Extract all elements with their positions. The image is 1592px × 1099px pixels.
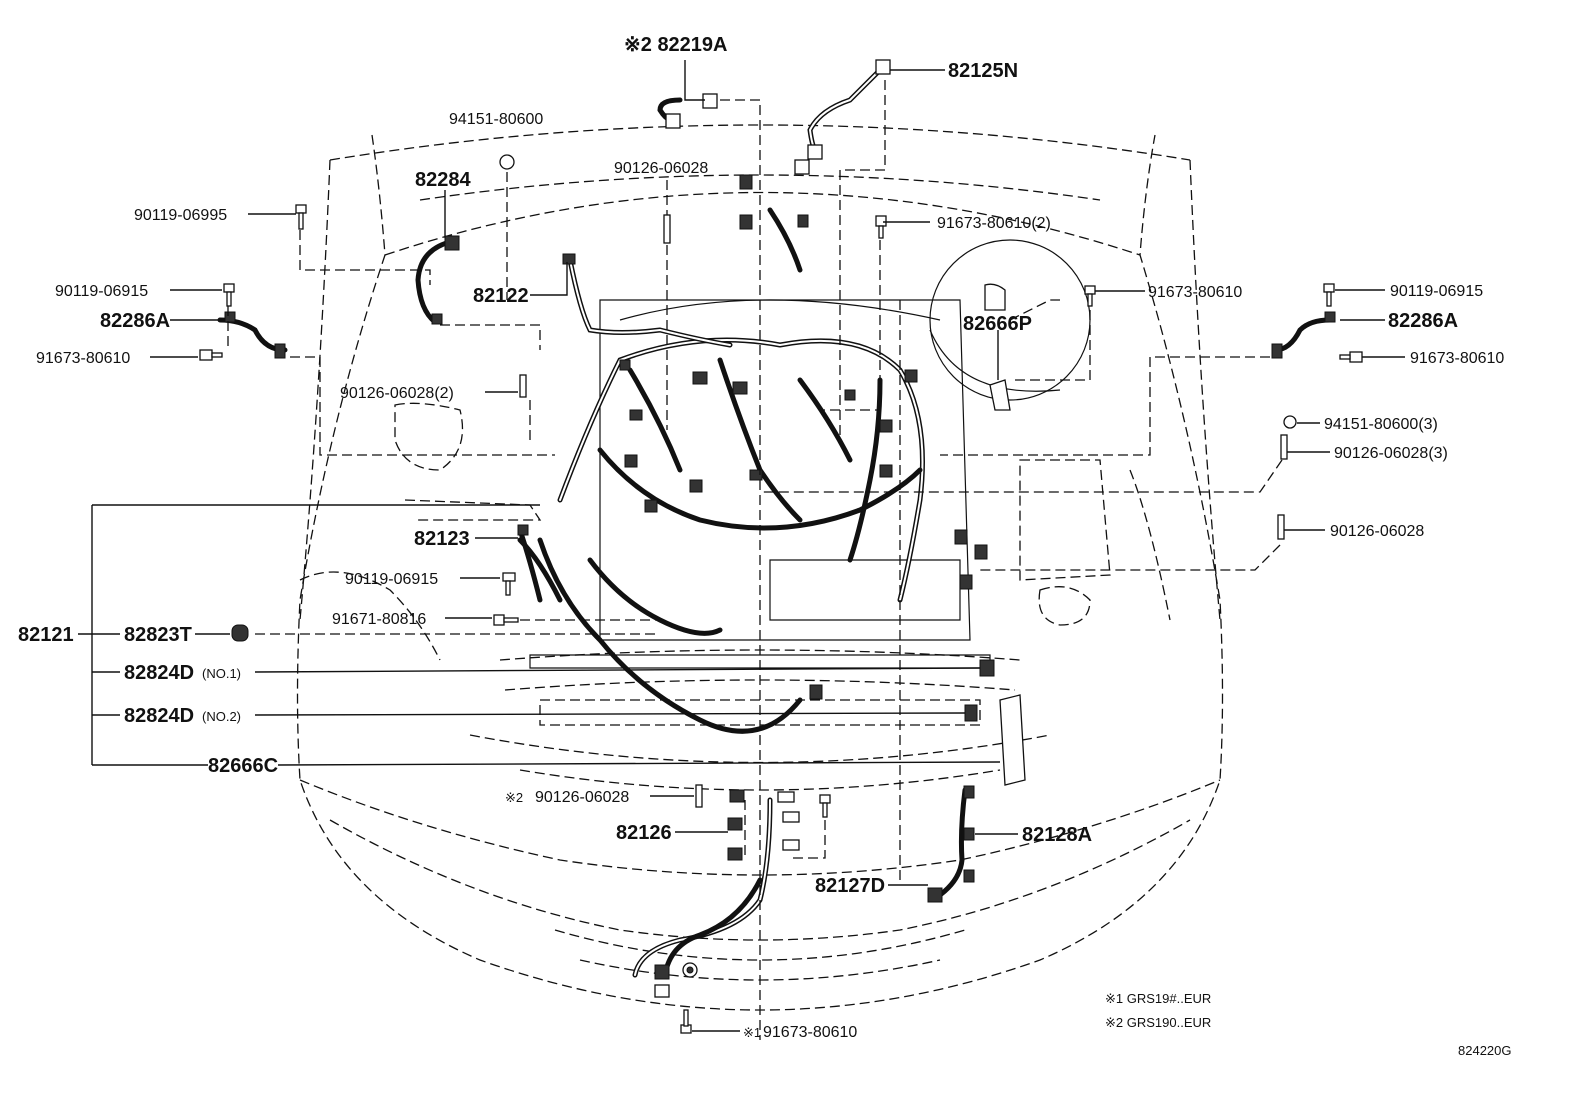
diagram-code: 824220G — [1458, 1043, 1512, 1058]
label-82284: 82284 — [415, 169, 471, 191]
label-82286A-right: 82286A — [1388, 310, 1458, 332]
label-82219A: ※2 82219A — [624, 34, 728, 56]
label-82122: 82122 — [473, 285, 529, 307]
label-90126-06028-right: 90126-06028 — [1330, 523, 1424, 540]
label-82123: 82123 — [414, 528, 470, 550]
label-82824D-no2: 82824D — [124, 705, 194, 727]
label-91673-80610-bottom-mark: ※1 — [743, 1025, 761, 1040]
label-91673-80610-right-top: 91673-80610 — [1148, 284, 1242, 301]
part-labels: ※2 82219A 82125N 94151-80600 90126-06028… — [18, 34, 1504, 1041]
footnotes: ※1 GRS19#..EUR ※2 GRS190..EUR 824220G — [1105, 991, 1512, 1058]
label-90119-06995: 90119-06995 — [134, 207, 227, 224]
label-94151-80600-3: 94151-80600(3) — [1324, 416, 1438, 433]
label-82127D: 82127D — [815, 875, 885, 897]
label-82128A: 82128A — [1022, 824, 1092, 846]
label-90119-06915-left: 90119-06915 — [55, 283, 148, 300]
footnote-2: ※2 GRS190..EUR — [1105, 1015, 1211, 1030]
label-91673-80610-2: 91673-80610(2) — [937, 215, 1051, 232]
label-82666C: 82666C — [208, 755, 278, 777]
label-91671-80816: 91671-80816 — [332, 611, 426, 628]
label-91673-80610-bottom: 91673-80610 — [763, 1024, 857, 1041]
label-82125N: 82125N — [948, 60, 1018, 82]
label-94151-80600: 94151-80600 — [449, 111, 543, 128]
label-82824D-no1: 82824D — [124, 662, 194, 684]
label-90126-06028-top: 90126-06028 — [614, 160, 708, 177]
footnote-1: ※1 GRS19#..EUR — [1105, 991, 1211, 1006]
label-91673-80610-right: 91673-80610 — [1410, 350, 1504, 367]
fasteners — [199, 154, 1363, 1034]
label-90126-06028-bottom: 90126-06028 — [535, 789, 629, 806]
label-82666P: 82666P — [963, 313, 1032, 335]
wire-harnesses — [217, 67, 1333, 978]
label-90126-06028-3: 90126-06028(3) — [1334, 445, 1448, 462]
label-90126-06028-2: 90126-06028(2) — [340, 385, 454, 402]
label-90126-06028-bottom-mark: ※2 — [505, 790, 523, 805]
label-90119-06915-mid: 90119-06915 — [345, 571, 438, 588]
label-82286A-left: 82286A — [100, 310, 170, 332]
label-82824D-no1-note: (NO.1) — [202, 666, 241, 681]
leader-lines — [78, 60, 1405, 1040]
label-82121: 82121 — [18, 624, 74, 646]
connectors — [224, 59, 1336, 998]
label-91673-80610-left: 91673-80610 — [36, 350, 130, 367]
label-82126: 82126 — [616, 822, 672, 844]
label-90119-06915-right: 90119-06915 — [1390, 283, 1483, 300]
label-82823T: 82823T — [124, 624, 192, 646]
label-82824D-no2-note: (NO.2) — [202, 709, 241, 724]
